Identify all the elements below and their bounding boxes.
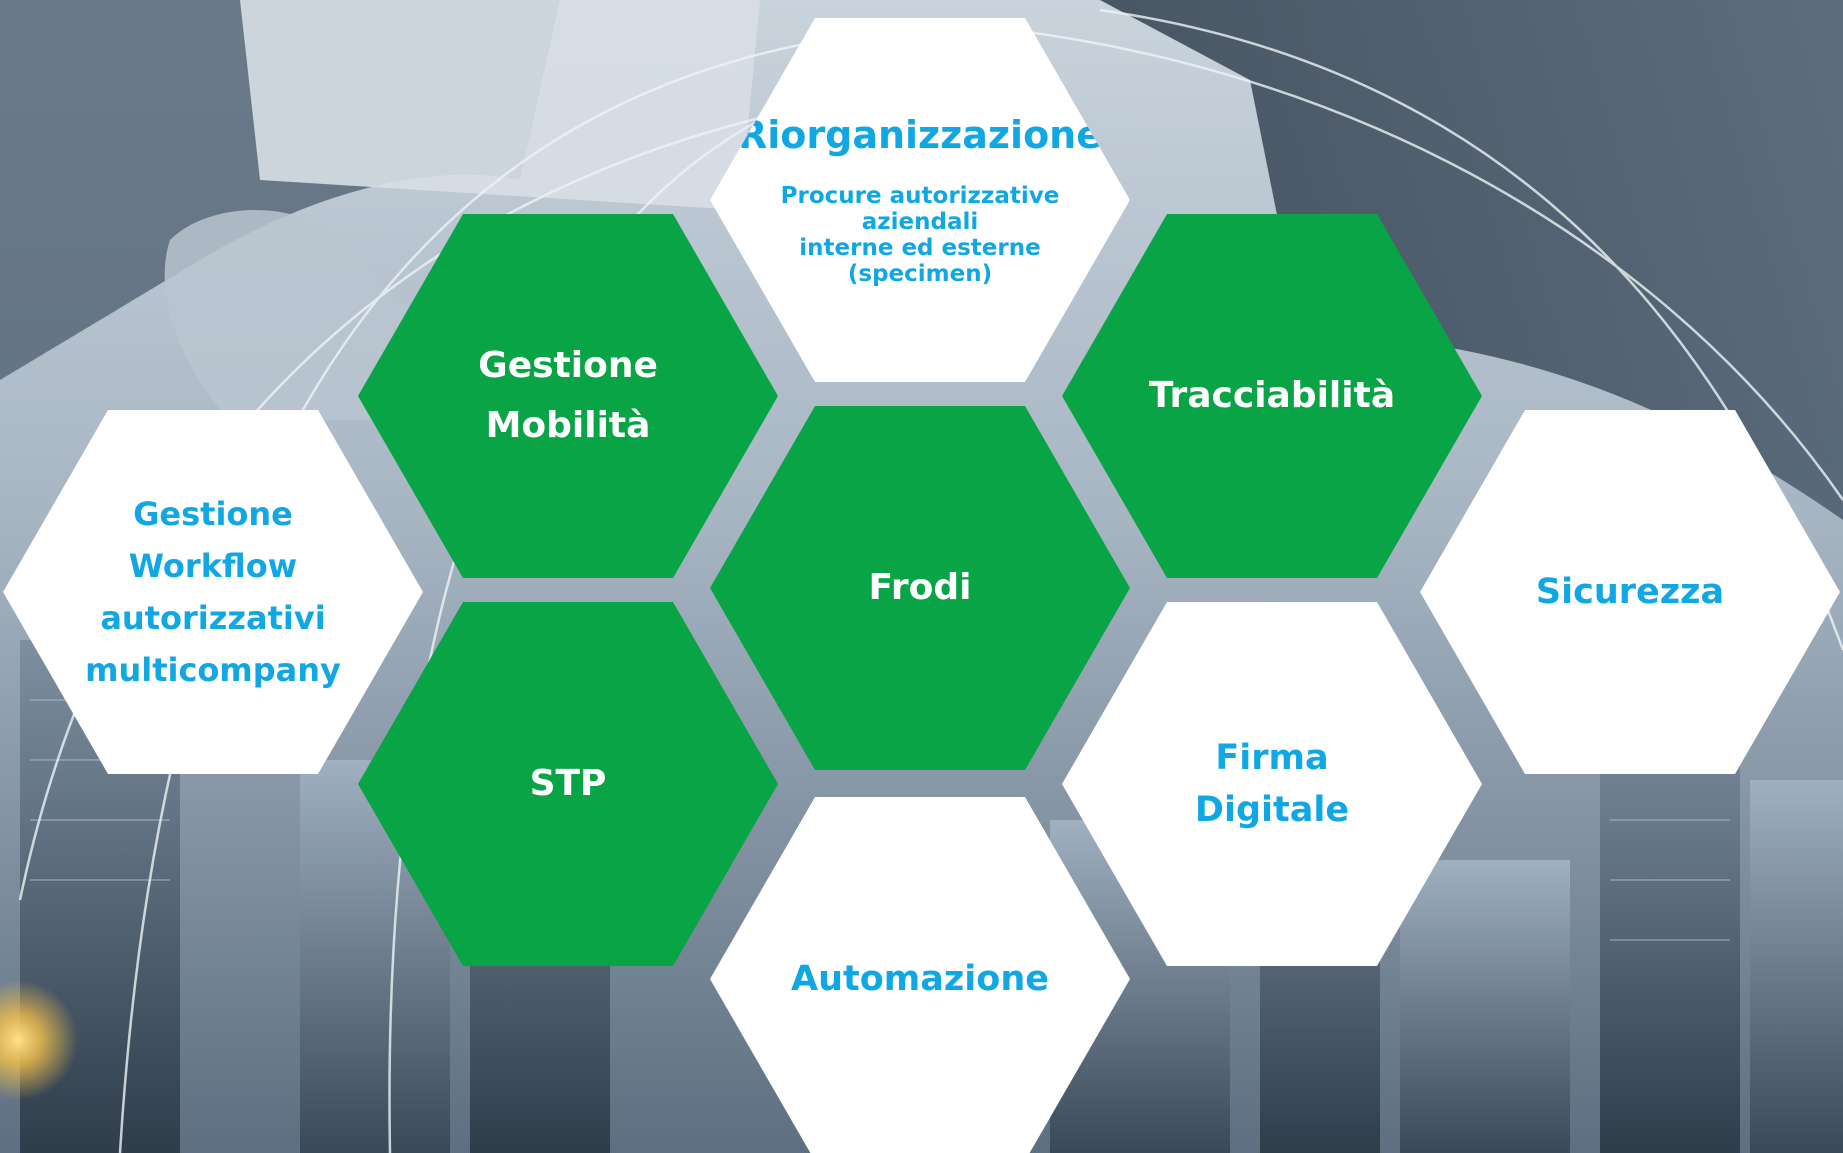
riorganizzazione-title: Riorganizzazione xyxy=(738,113,1103,157)
firma-digitale-line2: Digitale xyxy=(1194,790,1350,830)
gestione-mobilita-line2: Mobilità xyxy=(485,405,651,446)
riorganizzazione-subtitle: Procure autorizzative aziendali interne … xyxy=(780,183,1060,287)
hex-firma-digitale: Firma Digitale xyxy=(1062,602,1482,966)
gestione-workflow-line1: Gestione xyxy=(133,495,293,533)
gestione-workflow-line3: autorizzativi xyxy=(100,599,326,637)
frodi-label: Frodi xyxy=(868,567,972,608)
tracciabilita-label: Tracciabilità xyxy=(1148,375,1396,416)
gestione-workflow-line2: Workflow xyxy=(128,547,298,585)
sicurezza-label: Sicurezza xyxy=(1535,572,1725,612)
stp-label: STP xyxy=(529,763,607,804)
hex-stp: STP xyxy=(358,602,778,966)
automazione-label: Automazione xyxy=(791,959,1049,999)
gestione-workflow-line4: multicompany xyxy=(85,651,341,689)
firma-digitale-line1: Firma xyxy=(1215,738,1329,778)
gestione-mobilita-line1: Gestione xyxy=(478,345,658,386)
